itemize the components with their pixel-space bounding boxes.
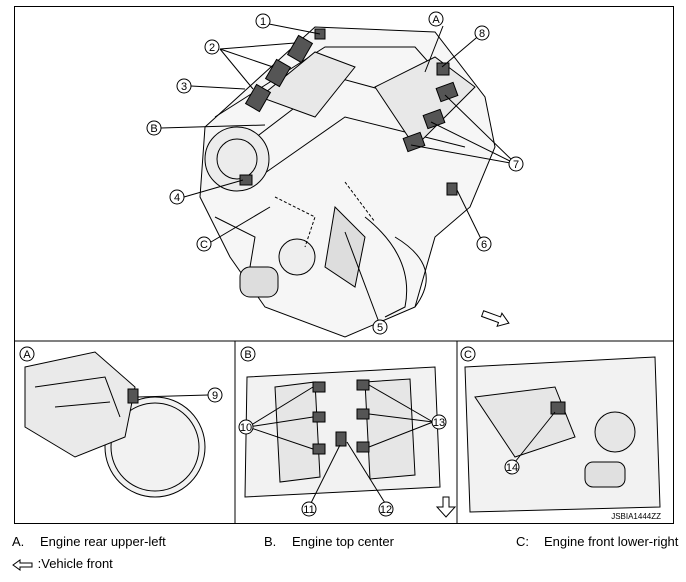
callout-12: 12 — [378, 501, 394, 517]
svg-text:A: A — [432, 14, 440, 26]
svg-text:C: C — [200, 239, 208, 251]
svg-text:6: 6 — [481, 239, 487, 251]
svg-text:11: 11 — [303, 504, 314, 516]
legend-text: Engine front lower-right — [544, 534, 679, 549]
engine-illustration — [199, 26, 496, 338]
figure-reference: JSBIA1444ZZ — [611, 512, 661, 521]
detail-panel-a — [24, 351, 209, 498]
svg-text:1: 1 — [260, 16, 266, 28]
callout-5: 5 — [372, 319, 388, 335]
svg-text:A: A — [23, 349, 31, 361]
callout-view-c: C — [196, 236, 212, 252]
svg-text:7: 7 — [513, 159, 519, 171]
legend-item-a: A. Engine rear upper-left — [12, 534, 166, 549]
svg-text:B: B — [150, 123, 157, 135]
diagram-canvas: 1 2 3 B 4 C 5 6 7 8 A A 9 — [15, 11, 673, 523]
svg-text:14: 14 — [506, 462, 518, 474]
legend-text: :Vehicle front — [37, 556, 113, 571]
legend-key: C: — [516, 534, 529, 549]
callout-view-a-panel: A — [19, 346, 35, 362]
svg-text:5: 5 — [377, 322, 383, 334]
callout-1: 1 — [255, 13, 271, 29]
callout-11: 11 — [301, 501, 317, 517]
svg-text:9: 9 — [212, 390, 218, 402]
vehicle-front-arrow-panel-b — [435, 496, 457, 518]
callout-10: 10 — [238, 419, 254, 435]
svg-text:4: 4 — [174, 192, 180, 204]
callout-3: 3 — [176, 78, 192, 94]
callout-8: 8 — [474, 25, 490, 41]
callout-view-b: B — [146, 120, 162, 136]
callout-14: 14 — [504, 459, 520, 475]
callout-4: 4 — [169, 189, 185, 205]
callout-7: 7 — [508, 156, 524, 172]
legend-item-b: B. Engine top center — [264, 534, 394, 549]
vehicle-front-arrow — [480, 310, 510, 328]
detail-panel-c — [464, 356, 661, 513]
legend-item-c: C: Engine front lower-right — [516, 534, 678, 549]
callout-view-c-panel: C — [460, 346, 476, 362]
callout-view-a: A — [428, 11, 444, 27]
detail-panel-b — [244, 366, 441, 504]
legend-vehicle-front: :Vehicle front — [12, 556, 113, 571]
svg-text:2: 2 — [209, 42, 215, 54]
legend-text: Engine top center — [292, 534, 394, 549]
legend-key: A. — [12, 534, 25, 549]
svg-text:C: C — [464, 349, 472, 361]
callout-9: 9 — [207, 387, 223, 403]
callout-view-b-panel: B — [240, 346, 256, 362]
legend-key: B. — [264, 534, 277, 549]
engine-diagram: 1 2 3 B 4 C 5 6 7 8 A A 9 — [14, 6, 674, 524]
callout-13: 13 — [431, 414, 447, 430]
arrow-left-icon — [12, 558, 33, 571]
callout-2: 2 — [204, 39, 220, 55]
callout-6: 6 — [476, 236, 492, 252]
shaded-components — [239, 28, 459, 196]
svg-text:3: 3 — [181, 81, 187, 93]
svg-text:10: 10 — [240, 422, 252, 434]
svg-text:12: 12 — [380, 504, 392, 516]
leader-lines — [160, 23, 517, 326]
legend-text: Engine rear upper-left — [40, 534, 166, 549]
svg-text:8: 8 — [479, 28, 485, 40]
svg-text:13: 13 — [433, 417, 445, 429]
svg-text:B: B — [244, 349, 251, 361]
